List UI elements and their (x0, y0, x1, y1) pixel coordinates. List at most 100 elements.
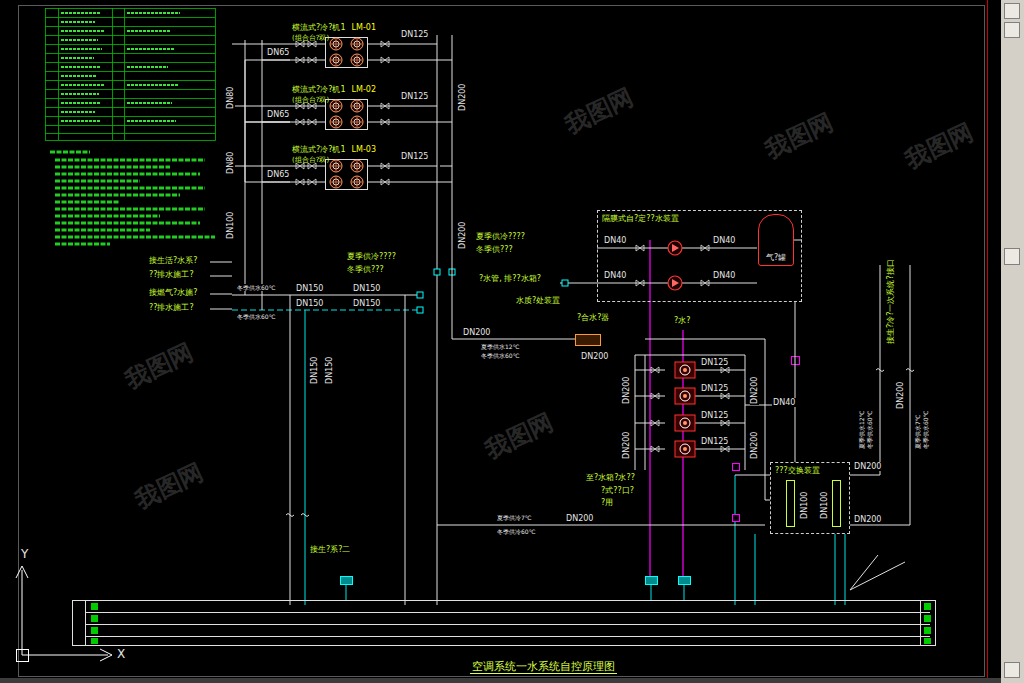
watermark: 我图网 (120, 339, 198, 394)
cooling-tower: 横流式?冷?机1LM-03(组合台?双) (290, 136, 440, 194)
pipe-size: DN40 (712, 236, 736, 245)
temperature-note: 冬季供水60℃ (236, 313, 276, 320)
pipe-note: 接生?冷?一次系统?接口 (886, 258, 895, 345)
valves-part (636, 280, 644, 286)
valves-part (651, 446, 659, 452)
node-heading: 隔膜式自?定??水装置 (602, 214, 797, 224)
sensors-part (341, 577, 353, 585)
pumps-and-chillers-part (733, 515, 740, 522)
pipe-connector (245, 60, 290, 122)
pipe-size: DN125 (400, 152, 429, 161)
cooling-tower-fans-part (330, 176, 342, 188)
node-heading: 气?罐 (766, 253, 786, 263)
equipment-table-part (45, 8, 215, 140)
cooling-tower-fans-part (326, 38, 368, 68)
node-text: LM-03 (352, 145, 376, 155)
cooling-tower: 横流式?冷?机1LM-01(组合台?双) (290, 14, 440, 72)
design-notes-part (50, 152, 215, 244)
cooling-tower-fans-part (326, 160, 368, 190)
control-table-part-part (91, 615, 98, 622)
water-pipes-part (232, 40, 325, 310)
pipe-size: DN200 (565, 514, 594, 523)
sensors-part (646, 577, 658, 585)
pipe-size: DN200 (622, 431, 631, 460)
control-table-part-part (924, 627, 931, 634)
temperature-note: 夏季供水12℃ (480, 343, 520, 350)
cooling-tower-fans-part (330, 160, 342, 172)
valves-part (417, 292, 423, 298)
expansion-tank: 气?罐 (758, 214, 794, 266)
cooling-tower-fans-part (351, 54, 363, 66)
watermark: 我图网 (760, 109, 838, 164)
temperature-note: 夏季供冷7℃ (496, 514, 533, 521)
valves-part (651, 420, 659, 426)
valves-part (308, 57, 316, 63)
valves-part (721, 367, 729, 373)
valves-part (381, 163, 389, 169)
control-table-part (73, 601, 936, 646)
cooling-tower-fans-part (330, 38, 342, 50)
node-heading: ?合水?器 (577, 313, 643, 323)
pipe-size: DN40 (603, 271, 627, 280)
control-table-part-part (924, 615, 931, 622)
valves-part (381, 57, 389, 63)
pressurization-unit: 隔膜式自?定??水装置气?罐 (597, 210, 802, 302)
cooling-tower-fans-part (351, 38, 363, 50)
pipe-connector (245, 122, 290, 182)
node-heading: 横流式?冷?机1 (292, 85, 346, 95)
pipe-size: DN100 (226, 211, 235, 240)
node-heading: ???交换装置 (775, 466, 845, 476)
valves-part (701, 245, 709, 251)
valves-part (308, 119, 316, 125)
water-pipes-part (367, 35, 452, 605)
ucs-icon-part (16, 566, 112, 661)
valves-part (381, 103, 389, 109)
pipe-size: DN150 (295, 284, 324, 293)
valves-part (721, 420, 729, 426)
pipe-note: 接生?系?二 (309, 545, 352, 554)
valves-part (417, 307, 423, 313)
cad-window-part (19, 6, 985, 677)
pipe-connector (645, 339, 770, 500)
cad-window-part (0, 678, 1001, 683)
valves-part (651, 393, 659, 399)
control-table-part (85, 600, 930, 645)
sensors-part (679, 577, 691, 585)
ucs-icon-part (17, 650, 29, 662)
watermark: 我图网 (560, 84, 638, 139)
water-pipes-part (635, 355, 745, 470)
pipe-size: DN100 (800, 491, 809, 520)
valves-part (381, 179, 389, 185)
valves-part (721, 446, 729, 452)
pipe-size: DN200 (750, 376, 759, 405)
pipe-size: DN80 (226, 151, 235, 175)
pipe-note: ?水管, 排??水箱? (478, 274, 542, 283)
pipe-size: DN200 (458, 221, 467, 250)
control-table-part-part (91, 627, 98, 634)
pipe-size: DN125 (700, 358, 729, 367)
pumps-and-chillers-part (675, 388, 695, 404)
pipe-note: ??排水施工? (148, 303, 195, 312)
pipe-size: DN100 (820, 491, 829, 520)
pipe-note: ??排水施工? (148, 270, 195, 279)
valves-part (296, 119, 304, 125)
temperature-note: 冬季供水60℃ (922, 410, 929, 450)
temperature-note: 夏季供水7℃ (914, 413, 921, 450)
pipe-size: DN200 (458, 83, 467, 112)
temperature-note: 冬季供冷60℃ (496, 528, 536, 535)
pipe-size: DN150 (352, 284, 381, 293)
magenta-signal-lines (650, 240, 683, 580)
pipe-note: ?用 (600, 498, 614, 507)
pumps-and-chillers-part (668, 276, 682, 290)
water-pipes-part (437, 240, 802, 525)
cyan-return-lines (232, 310, 845, 605)
equipment-table-part (46, 9, 216, 141)
pipe-size: DN80 (226, 86, 235, 110)
pipe-size: DN150 (352, 299, 381, 308)
pipe-size: DN200 (853, 462, 882, 471)
cad-window-part (1005, 663, 1020, 678)
pipe-note: 接生活?水系? (148, 256, 199, 265)
